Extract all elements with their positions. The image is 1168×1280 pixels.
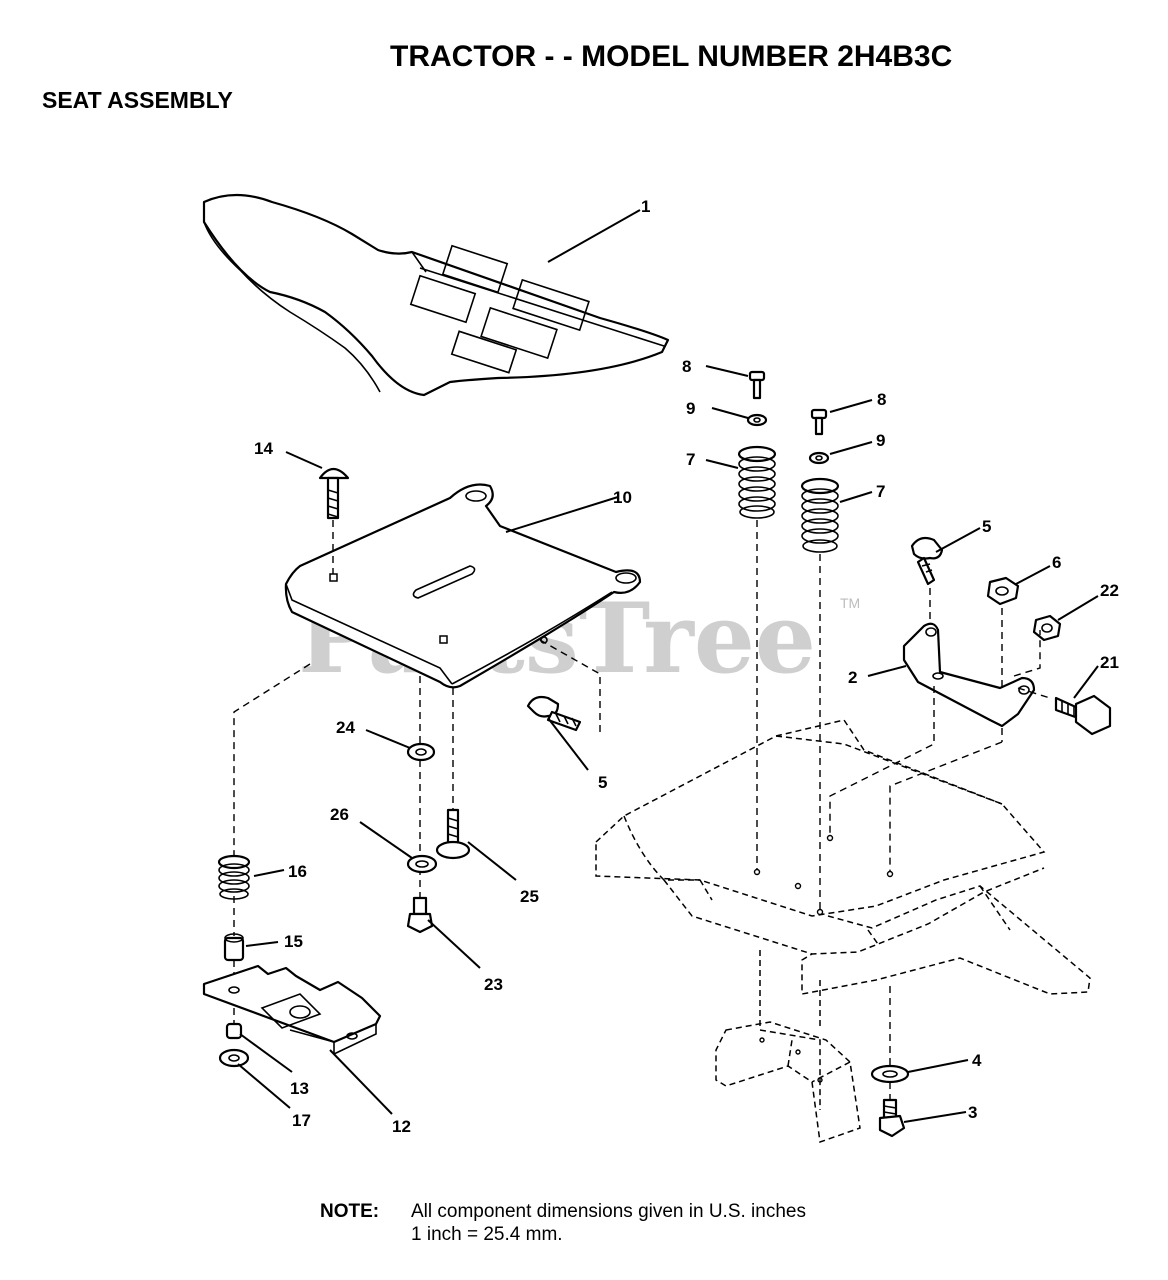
note-label: NOTE: [320, 1201, 379, 1222]
slide-plate[interactable] [202, 964, 382, 1055]
bolt-bracket[interactable] [1054, 694, 1112, 736]
callout-10: 10 [613, 488, 632, 507]
nut-bracket[interactable] [986, 576, 1020, 606]
nut-slide[interactable] [225, 1022, 243, 1040]
callout-8-left: 8 [682, 357, 691, 376]
callout-5-pan: 5 [598, 773, 607, 792]
callout-14: 14 [254, 439, 273, 458]
callout-15: 15 [284, 932, 303, 951]
callout-9-right: 9 [876, 431, 885, 450]
callout-26: 26 [330, 805, 349, 824]
callout-16: 16 [288, 862, 307, 881]
callout-13: 13 [290, 1079, 309, 1098]
note-line-2: 1 inch = 25.4 mm. [411, 1224, 563, 1245]
washer-slide[interactable] [218, 1048, 250, 1068]
callout-3: 3 [968, 1103, 977, 1122]
seat[interactable] [202, 193, 670, 397]
washer-rear[interactable] [870, 1064, 910, 1084]
callout-4: 4 [972, 1051, 982, 1070]
note-line-1: All component dimensions given in U.S. i… [411, 1201, 806, 1222]
callout-25: 25 [520, 887, 539, 906]
clip-bracket[interactable] [910, 536, 944, 586]
screw-pan[interactable] [406, 896, 434, 934]
carriage-bolt[interactable] [318, 467, 350, 520]
nut-side[interactable] [1032, 614, 1062, 642]
spring-left[interactable] [737, 445, 777, 519]
callout-23: 23 [484, 975, 503, 994]
spacer[interactable] [223, 933, 245, 962]
callout-12: 12 [392, 1117, 411, 1136]
spring-front[interactable] [217, 854, 251, 900]
seat-bracket[interactable] [902, 622, 1036, 728]
callout-24: 24 [336, 718, 355, 737]
tractor-frame [595, 719, 1091, 1144]
section-title: SEAT ASSEMBLY [42, 87, 233, 113]
bolt-rear[interactable] [878, 1098, 906, 1138]
callout-6: 6 [1052, 553, 1061, 572]
seat-pan[interactable] [284, 483, 642, 689]
washer-pan[interactable] [406, 742, 436, 762]
spring-right[interactable] [800, 477, 840, 553]
callout-7-right: 7 [876, 482, 885, 501]
page-title: TRACTOR - - MODEL NUMBER 2H4B3C [390, 40, 952, 73]
callout-22: 22 [1100, 581, 1119, 600]
screw-right[interactable] [810, 408, 828, 436]
shoulder-bolt[interactable] [435, 808, 471, 860]
watermark-tm: TM [840, 595, 860, 611]
clip-pan[interactable] [526, 695, 582, 732]
washer-small[interactable] [406, 854, 438, 874]
callout-8-right: 8 [877, 390, 886, 409]
callout-7-left: 7 [686, 450, 695, 469]
callout-21: 21 [1100, 653, 1119, 672]
callout-17: 17 [292, 1111, 311, 1130]
callout-2: 2 [848, 668, 857, 687]
callout-9-left: 9 [686, 399, 695, 418]
callout-5-bracket: 5 [982, 517, 991, 536]
screw-left[interactable] [748, 370, 766, 400]
washer-right[interactable] [808, 451, 830, 465]
callout-1: 1 [641, 197, 650, 216]
washer-left[interactable] [746, 413, 768, 427]
